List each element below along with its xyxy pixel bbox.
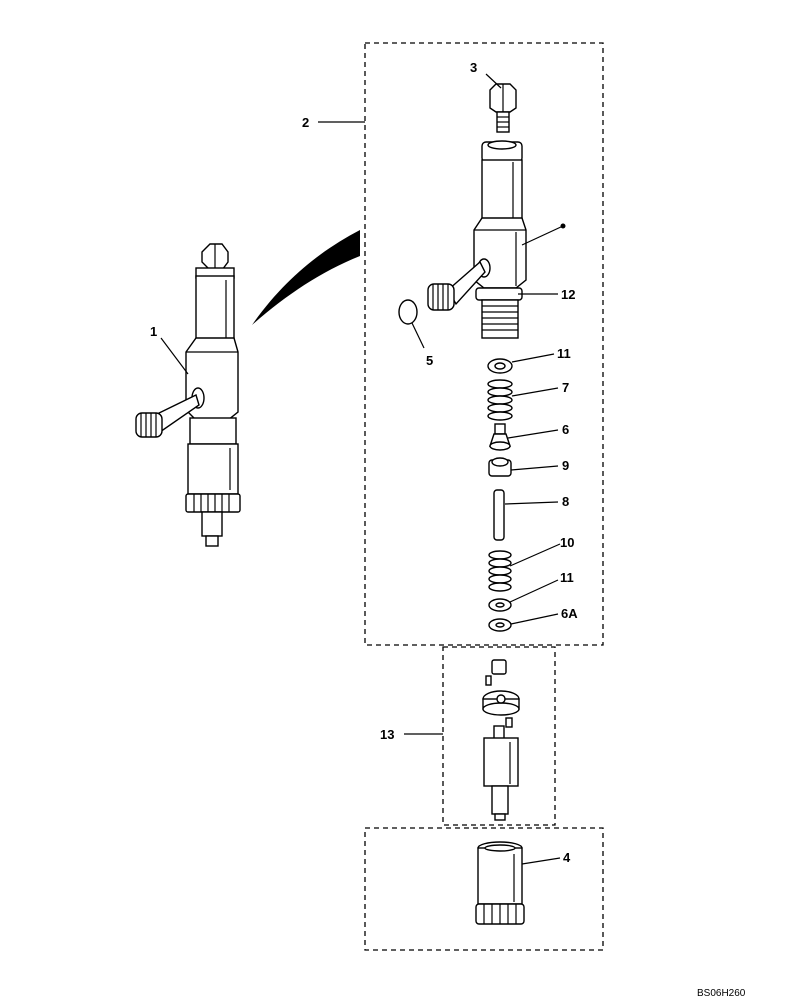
washer-part-11-lower	[488, 598, 512, 612]
group-box-2	[364, 42, 604, 646]
callout-3: 3	[470, 60, 477, 75]
bolt-part-3	[489, 83, 517, 133]
retaining-nut-part-4	[475, 841, 525, 925]
o-ring-part-5	[398, 299, 418, 325]
callout-5: 5	[426, 353, 433, 368]
nozzle-part-13	[482, 659, 520, 821]
callout-8: 8	[562, 494, 569, 509]
spacer-part-9	[488, 457, 512, 477]
callout-10: 10	[560, 535, 574, 550]
injector-body	[427, 140, 566, 339]
callout-6a: 6A	[561, 606, 578, 621]
callout-11-upper: 11	[557, 346, 571, 361]
spring-part-10	[488, 550, 512, 592]
callout-13: 13	[380, 727, 394, 742]
callout-2: 2	[302, 115, 309, 130]
callout-6: 6	[562, 422, 569, 437]
group-box-4	[364, 827, 604, 951]
detail-swoosh	[252, 230, 360, 325]
callout-7: 7	[562, 380, 569, 395]
callout-9: 9	[562, 458, 569, 473]
injector-assembly	[135, 243, 241, 547]
washer-part-11-upper	[487, 358, 513, 374]
callout-11-lower: 11	[560, 570, 574, 585]
callout-12: 12	[561, 287, 575, 302]
pushrod-part-8	[493, 489, 505, 541]
leader-lines	[160, 73, 564, 865]
shim-part-6a	[488, 618, 512, 632]
group-box-13	[442, 646, 556, 826]
reference-code: BS06H260	[697, 988, 746, 999]
callout-1: 1	[150, 324, 157, 339]
spring-part-7	[487, 379, 513, 421]
seat-part-6	[489, 423, 511, 451]
callout-4: 4	[563, 850, 571, 865]
